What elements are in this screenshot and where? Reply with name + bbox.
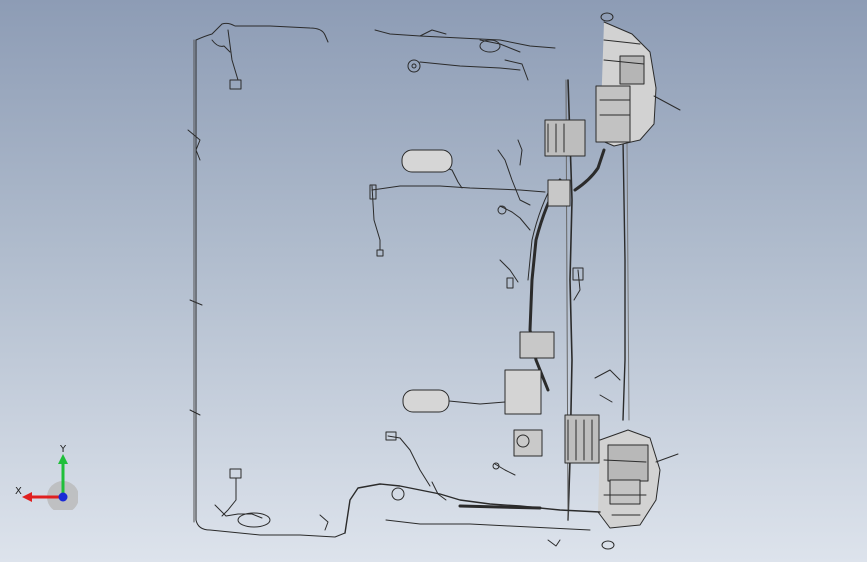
bracket bbox=[504, 369, 542, 415]
grommet bbox=[391, 487, 405, 501]
lower-mirror bbox=[402, 389, 450, 413]
right-body-harness bbox=[622, 139, 626, 421]
y-axis-label: Y bbox=[59, 444, 67, 455]
relay-box bbox=[544, 119, 586, 157]
x-axis-label: X bbox=[15, 486, 22, 497]
left-body-harness bbox=[195, 39, 346, 538]
lower-headlamp bbox=[597, 429, 679, 550]
z-axis-dot bbox=[58, 492, 68, 502]
connector bbox=[229, 79, 242, 90]
connector bbox=[229, 468, 242, 479]
coordinate-triad: Y X bbox=[15, 444, 78, 510]
upper-mirror bbox=[401, 149, 453, 173]
lamp-connector bbox=[237, 512, 271, 528]
top-left-harness bbox=[195, 22, 329, 43]
grommet bbox=[407, 59, 421, 73]
bottom-harness bbox=[344, 483, 601, 534]
upper-headlamp bbox=[595, 12, 681, 147]
